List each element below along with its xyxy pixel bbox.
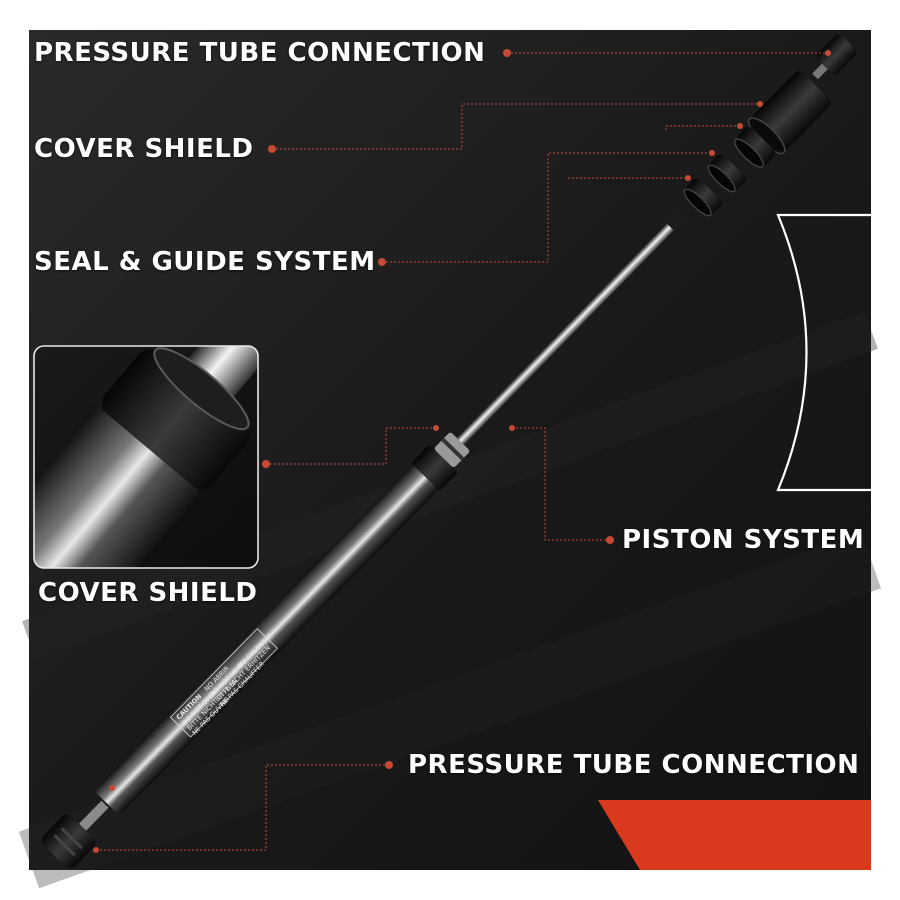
leader-dot	[503, 49, 511, 57]
seal-ring-face	[683, 188, 712, 217]
leader-dot	[509, 425, 515, 431]
leader-seal-guide	[382, 152, 712, 263]
gas-strut: CAUTION DO NOT OPEN BITTE NICHT OFFNEN N…	[41, 210, 688, 869]
fitting-ridge	[60, 827, 83, 850]
fitting-ridge	[53, 834, 76, 857]
seal-ring-icon	[710, 154, 746, 190]
leader-dot	[268, 145, 276, 153]
cover-shield-part	[748, 71, 831, 155]
leader-dot	[433, 425, 439, 431]
label-piston-system: PISTON SYSTEM	[622, 525, 865, 555]
label-pressure-tube-connection-bottom: PRESSURE TUBE CONNECTION	[408, 750, 860, 780]
orange-accent-shape	[598, 800, 871, 870]
cover-shield-inset	[33, 345, 259, 569]
curved-frame-decoration	[776, 213, 871, 492]
leader-dot	[378, 258, 386, 266]
end-fitting-icon	[41, 814, 96, 869]
leader-dot	[737, 123, 743, 129]
label-cover-shield-inset: COVER SHIELD	[38, 578, 258, 608]
seal-ring-icon	[686, 178, 722, 214]
leader-seal-guide-2	[665, 125, 740, 130]
inset-seal-face	[153, 347, 250, 431]
inset-border	[33, 345, 259, 569]
inset-tube	[34, 405, 204, 568]
leader-cover-shield	[272, 103, 760, 150]
seal-ring-face	[734, 138, 764, 168]
background-streak	[18, 531, 882, 889]
leader-cover-inset	[266, 427, 436, 465]
leader-dot	[825, 50, 831, 56]
leader-pressure-bottom	[96, 764, 389, 851]
rod-tip	[666, 210, 688, 232]
leader-piston	[512, 427, 610, 541]
leader-dot	[93, 847, 99, 853]
end-fitting-icon	[817, 34, 857, 74]
label-cover-shield-top: COVER SHIELD	[34, 134, 254, 164]
warning-sticker-border	[169, 628, 278, 738]
leader-dot	[685, 175, 691, 181]
piston-seal-band	[441, 437, 465, 461]
threaded-stud	[812, 63, 828, 80]
seal-ring-face	[707, 164, 736, 193]
leader-dot	[385, 761, 393, 769]
leader-lines	[96, 52, 828, 851]
tube-collar	[412, 445, 457, 490]
label-pressure-tube-connection-top: PRESSURE TUBE CONNECTION	[34, 38, 486, 68]
leader-dot	[262, 460, 270, 468]
top-connector	[812, 34, 857, 80]
leader-dot	[757, 101, 763, 107]
leader-dot	[709, 150, 715, 156]
leader-dot	[109, 785, 115, 791]
seal-ring-icon	[736, 126, 776, 166]
leader-dots	[93, 49, 831, 853]
leader-dot	[606, 536, 614, 544]
inset-cover-shield	[102, 349, 250, 490]
pressure-tube	[96, 465, 438, 813]
threaded-stud	[79, 800, 109, 831]
piston-rod	[456, 222, 676, 445]
label-seal-guide-system: SEAL & GUIDE SYSTEM	[34, 247, 376, 277]
seal-stack	[683, 126, 776, 217]
background-streak	[22, 311, 878, 659]
